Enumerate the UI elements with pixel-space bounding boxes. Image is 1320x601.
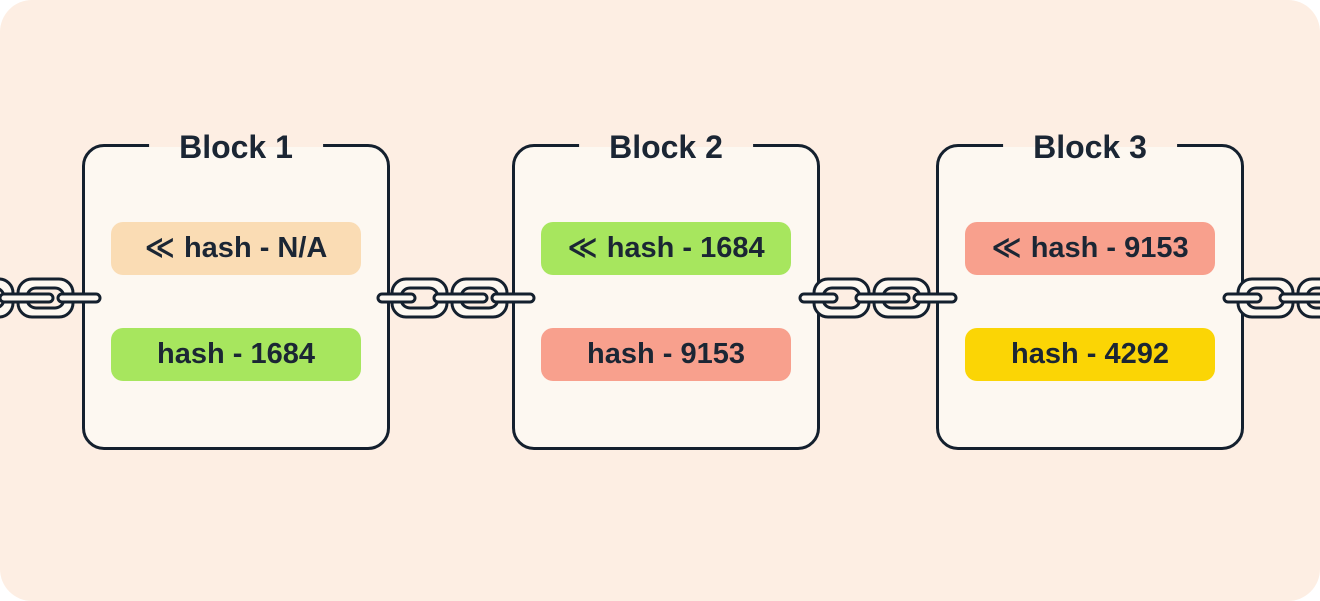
block-title: Block 2 xyxy=(579,127,753,167)
chain-link-icon xyxy=(0,277,102,319)
own-hash-badge: hash - 9153 xyxy=(541,328,791,381)
block-title: Block 1 xyxy=(149,127,323,167)
chain-link-icon xyxy=(798,277,958,319)
prev-hash-label: hash - N/A xyxy=(183,232,328,264)
block-1: Block 1 ≪ hash - N/A hash - 1684 xyxy=(82,127,390,450)
prev-hash-badge: ≪ hash - 1684 xyxy=(541,222,791,275)
block-2: Block 2 ≪ hash - 1684 hash - 9153 xyxy=(512,127,820,450)
block-title: Block 3 xyxy=(1003,127,1177,167)
prev-hash-label: hash - 9153 xyxy=(1030,232,1189,264)
own-hash-label: hash - 4292 xyxy=(1011,338,1169,370)
prev-hash-label: hash - 1684 xyxy=(606,232,765,264)
chain-link-icon xyxy=(1222,277,1320,319)
prev-hash-badge: ≪ hash - N/A xyxy=(111,222,361,275)
prev-hash-badge: ≪ hash - 9153 xyxy=(965,222,1215,275)
own-hash-badge: hash - 4292 xyxy=(965,328,1215,381)
own-hash-label: hash - 1684 xyxy=(157,338,315,370)
prev-link-icon: ≪ xyxy=(991,232,1022,264)
chain-link-icon xyxy=(376,277,536,319)
prev-link-icon: ≪ xyxy=(567,232,598,264)
own-hash-badge: hash - 1684 xyxy=(111,328,361,381)
own-hash-label: hash - 9153 xyxy=(587,338,745,370)
prev-link-icon: ≪ xyxy=(144,232,175,264)
block-3: Block 3 ≪ hash - 9153 hash - 4292 xyxy=(936,127,1244,450)
